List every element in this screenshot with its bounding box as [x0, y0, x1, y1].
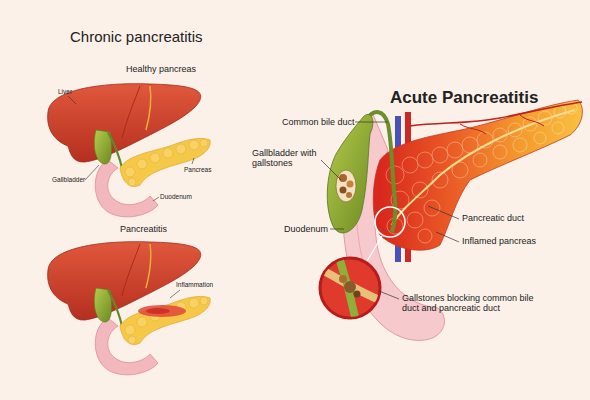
heading: Acute Pancreatitis: [390, 88, 538, 108]
leader-lines: [321, 122, 459, 299]
healthy-organs: [48, 84, 211, 217]
title: Chronic pancreatitis: [70, 28, 203, 45]
acute-illustration: [318, 100, 582, 340]
part-label: Duodenum: [284, 224, 328, 234]
leader-lines: [68, 96, 194, 298]
part-label: Duodenum: [160, 193, 192, 200]
part-label: Gallbladder with gallstones: [252, 148, 318, 169]
inflamed-organs: [48, 242, 211, 375]
part-label: Pancreas: [184, 166, 211, 173]
sub-heading: Pancreatitis: [120, 224, 167, 234]
part-label: Gallstones blocking common bile duct and…: [402, 293, 552, 314]
sub-heading: Healthy pancreas: [126, 64, 196, 74]
part-label: Inflammation: [176, 281, 213, 288]
part-label: Pancreatic duct: [462, 213, 524, 223]
part-label: Common bile duct: [282, 117, 355, 127]
part-label: Liver: [58, 88, 72, 95]
part-label: Inflamed pancreas: [462, 236, 536, 246]
part-label: Gallbladder: [52, 176, 85, 183]
